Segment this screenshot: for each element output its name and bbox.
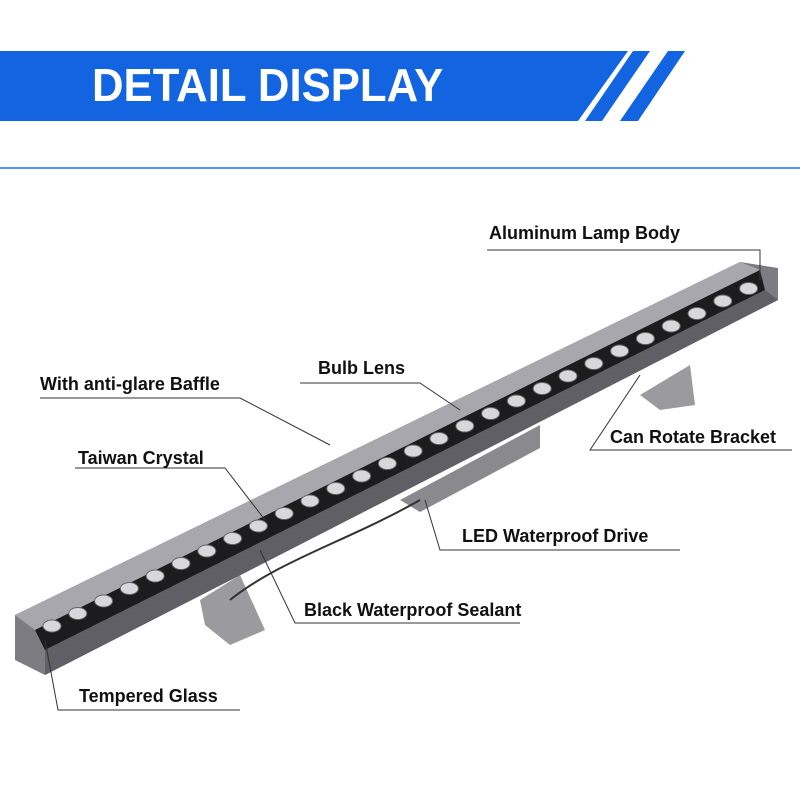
led-lens <box>197 544 217 558</box>
label-aluminum-body: Aluminum Lamp Body <box>489 223 681 243</box>
led-lens <box>635 332 655 345</box>
led-lens <box>42 619 62 633</box>
banner-stripe <box>585 51 650 121</box>
led-lens <box>455 419 475 433</box>
led-row <box>42 282 759 633</box>
label-crystal: Taiwan Crystal <box>78 448 204 468</box>
led-lens <box>687 307 707 320</box>
led-lens <box>429 432 449 445</box>
led-lens <box>68 607 88 620</box>
label-drive: LED Waterproof Drive <box>462 526 649 546</box>
led-lens <box>377 457 397 470</box>
led-lens <box>248 519 268 533</box>
led-lens <box>739 282 759 295</box>
page-title: DETAIL DISPLAY <box>92 59 444 111</box>
led-lens <box>481 407 501 420</box>
led-lens <box>274 507 294 520</box>
banner-stripe <box>620 51 685 121</box>
led-lens <box>610 344 630 358</box>
callout-lines <box>40 249 792 711</box>
led-lens <box>145 569 165 583</box>
led-lens <box>403 444 423 458</box>
led-lens <box>661 319 681 333</box>
label-sealant: Black Waterproof Sealant <box>304 600 522 620</box>
led-lens <box>584 357 604 370</box>
label-glass: Tempered Glass <box>79 686 218 706</box>
led-lens <box>223 532 243 545</box>
led-lens <box>713 294 733 308</box>
led-lens <box>119 582 139 595</box>
led-lens <box>326 482 346 495</box>
led-lens <box>506 394 526 408</box>
label-baffle: With anti-glare Baffle <box>40 374 220 394</box>
label-bulb-lens: Bulb Lens <box>318 358 406 378</box>
led-lens <box>532 382 552 395</box>
led-lens <box>352 469 372 483</box>
led-lens <box>171 557 191 570</box>
led-lens <box>558 369 578 383</box>
title-banner <box>0 51 628 121</box>
led-lens <box>300 494 320 508</box>
led-lens <box>94 594 114 608</box>
label-bracket: Can Rotate Bracket <box>610 427 777 447</box>
